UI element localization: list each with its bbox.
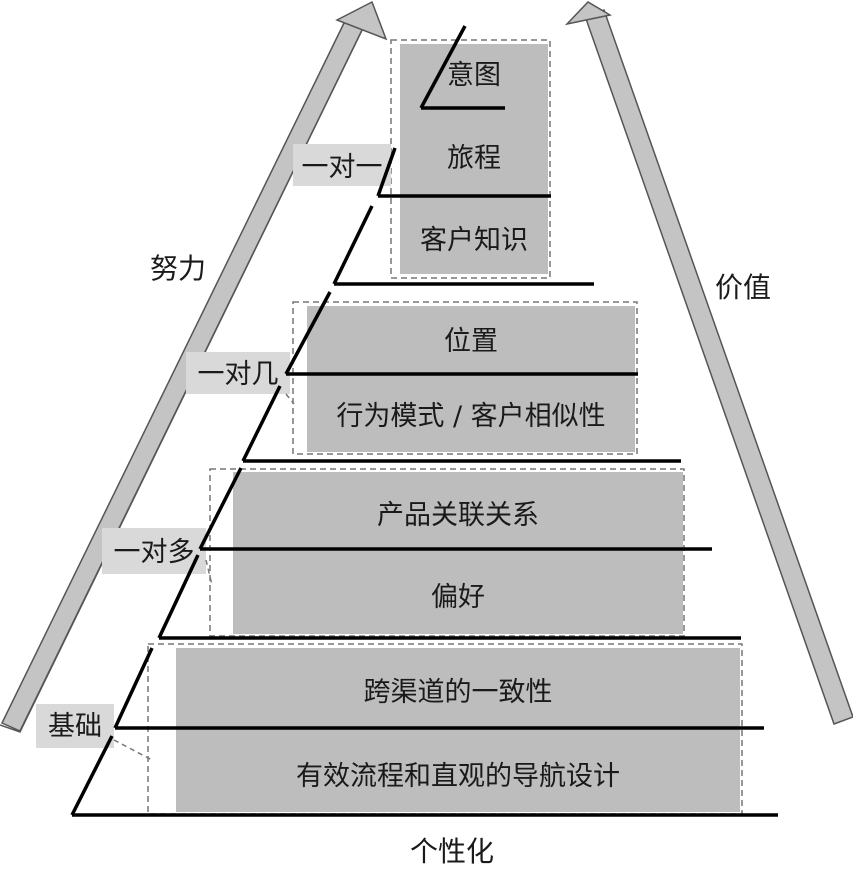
slope-7: [157, 554, 200, 639]
one-to-many-label-bg: [102, 528, 206, 574]
value-arrowhead: [564, 1, 613, 26]
foundation-box: [176, 648, 740, 812]
tier-item-customer-knowledge: 客户知识: [420, 225, 528, 256]
slope-6: [198, 467, 243, 550]
slope-2: [376, 147, 397, 197]
one-to-few-outline: [292, 301, 638, 455]
tier-item-efficient-process: 有效流程和直观的导航设计: [296, 761, 620, 792]
effort-arrowhead: [335, 0, 388, 41]
one-to-one-box: [400, 44, 548, 274]
one-to-few-tier-name: 一对几: [198, 359, 279, 390]
foundation-connector: [113, 739, 153, 761]
one-to-few-box: [307, 306, 635, 452]
slope-1: [419, 25, 467, 109]
slope-5: [241, 385, 282, 462]
content-boxes: [176, 44, 740, 812]
one-to-many-box: [233, 472, 683, 634]
slope-8: [113, 647, 154, 729]
one-to-many-connector: [205, 559, 213, 586]
tier-item-intent: 意图: [447, 60, 501, 91]
tier-label-backgrounds: [36, 144, 391, 748]
dashed-connectors: [113, 393, 295, 761]
value-label: 价值: [715, 271, 771, 304]
slope-3: [332, 205, 374, 285]
slope-4: [284, 291, 332, 375]
effort-label: 努力: [150, 252, 206, 285]
one-to-few-connector: [285, 393, 295, 405]
tier-item-behavior-pattern: 行为模式 / 客户相似性: [336, 401, 605, 432]
foundation-label-bg: [36, 704, 114, 748]
tier-item-journey: 旅程: [447, 143, 501, 174]
tier-item-preference: 偏好: [431, 582, 485, 613]
bottom-label: 个性化: [410, 835, 494, 868]
foundation-tier-name: 基础: [48, 711, 102, 742]
tier-item-product-association: 产品关联关系: [377, 500, 539, 531]
one-to-one-label-bg: [293, 144, 391, 186]
tier-item-location: 位置: [444, 326, 498, 357]
one-to-one-tier-name: 一对一: [302, 152, 383, 183]
one-to-few-label-bg: [186, 352, 290, 394]
pyramid-lines: [70, 25, 778, 817]
tier-item-cross-channel-consistency: 跨渠道的一致性: [364, 677, 553, 708]
one-to-many-tier-name: 一对多: [114, 537, 195, 568]
slope-9: [70, 735, 114, 816]
